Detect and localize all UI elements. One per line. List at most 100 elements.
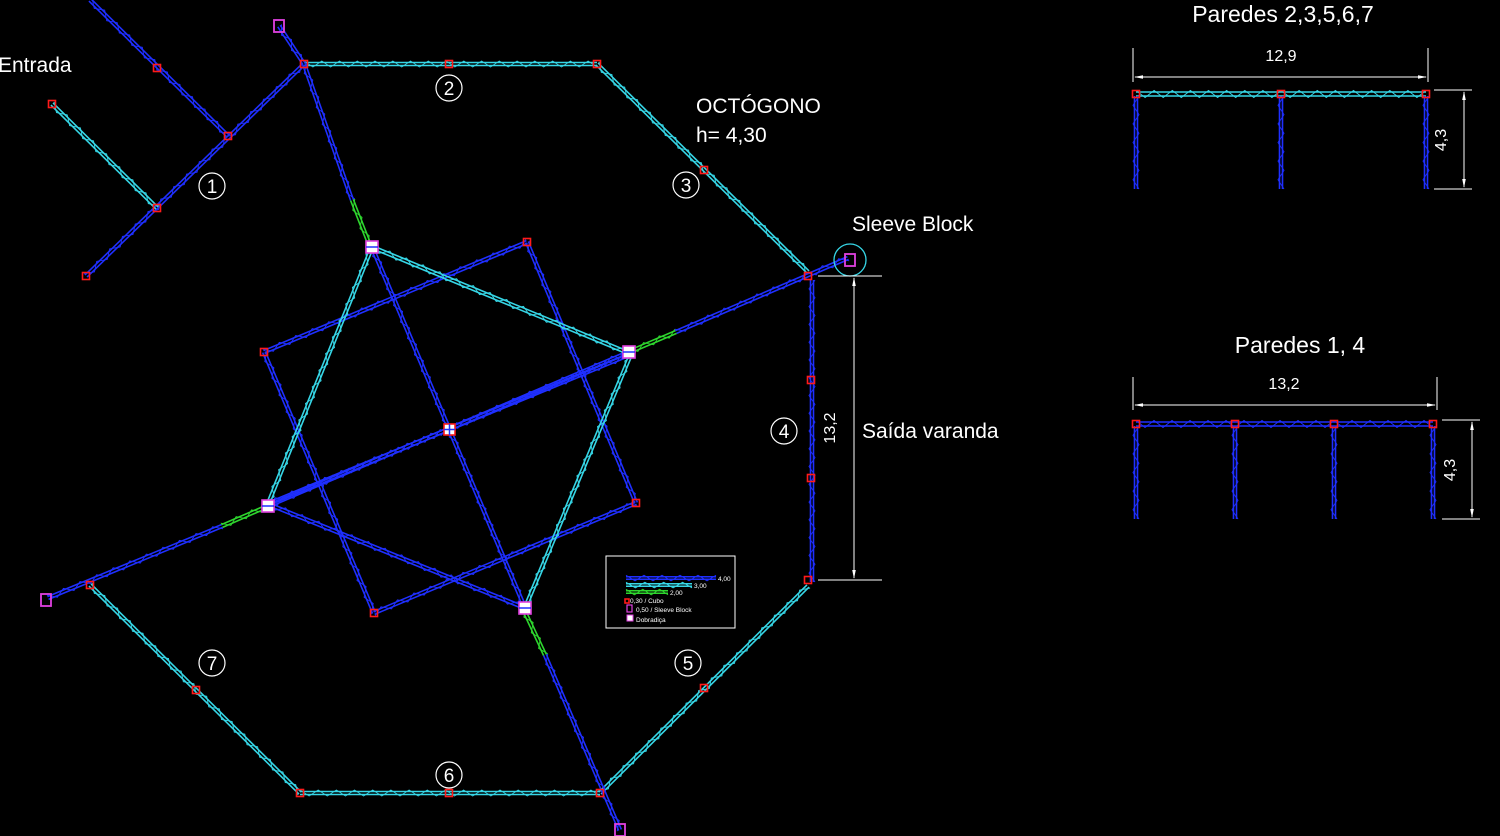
legend-swatch-4 xyxy=(625,574,717,582)
legend-cubo: 0,30 / Cubo xyxy=(630,598,664,605)
legend-sleeve: 0,50 / Sleeve Block xyxy=(636,607,692,614)
cube-node-11 xyxy=(81,271,91,281)
legend-swatch-cubo xyxy=(624,598,630,604)
legend-swatch-3 xyxy=(625,581,693,589)
cube-node-18 xyxy=(699,683,709,693)
cube-node-5 xyxy=(806,473,816,483)
elevation-b-width: 13,2 xyxy=(1268,376,1299,393)
svg-text:5: 5 xyxy=(683,654,694,675)
roof-beam-south-green xyxy=(520,606,548,656)
cube-node-19 xyxy=(522,237,532,247)
svg-text:7: 7 xyxy=(207,654,218,675)
elevation-b-post-2 xyxy=(1330,425,1338,520)
wall-number-4: 4 xyxy=(770,417,798,445)
legend: 4,00 3,00 2,00 0,30 / Cubo 0,50 / Sleeve… xyxy=(605,555,736,629)
wall-4-truss xyxy=(808,279,816,583)
wall-number-2: 2 xyxy=(435,74,463,102)
cube-node-17 xyxy=(191,685,201,695)
roof-beam-north-green xyxy=(349,198,373,248)
svg-text:1: 1 xyxy=(207,177,218,198)
elevation-a-cube-2 xyxy=(1421,89,1431,99)
wall-2-truss xyxy=(303,60,598,68)
corner-post-top xyxy=(277,24,306,66)
elevation-b-top-truss xyxy=(1135,419,1434,429)
saida-varanda-label: Saída varanda xyxy=(862,420,999,443)
wall-5-truss xyxy=(597,584,811,795)
wall-7-truss xyxy=(88,582,302,796)
sleeve-block-bottom xyxy=(614,823,626,836)
cube-node-8 xyxy=(444,788,454,798)
sleeve-block-east xyxy=(844,253,856,267)
elevation-b-height: 4,3 xyxy=(1442,459,1459,481)
elevation-b-cube-0 xyxy=(1131,419,1141,429)
elevation-a-width: 12,9 xyxy=(1265,48,1296,65)
legend-truss-3: 3,00 xyxy=(694,583,707,590)
height-label: h= 4,30 xyxy=(696,124,767,147)
square-b-right-cyan xyxy=(521,353,635,609)
sleeve-block-west xyxy=(40,593,52,607)
ridge-west-lower xyxy=(46,523,224,601)
elevation-a-cube-0 xyxy=(1131,89,1141,99)
square-a-left xyxy=(261,350,377,615)
cube-node-14 xyxy=(47,99,57,109)
square-b-top-cyan xyxy=(371,243,632,358)
cube-node-13 xyxy=(223,131,233,141)
cube-node-4 xyxy=(806,375,816,385)
svg-text:2: 2 xyxy=(444,79,455,100)
roof-beam-north-upper xyxy=(301,62,356,201)
cube-node-1 xyxy=(592,59,602,69)
cube-node-12 xyxy=(152,203,162,213)
elevation-b-cube-3 xyxy=(1428,419,1438,429)
square-b-left-cyan xyxy=(264,246,376,505)
wall-number-3: 3 xyxy=(672,171,700,199)
wall4-dimension: 13,2 xyxy=(818,275,882,581)
cube-node-7 xyxy=(595,788,605,798)
svg-text:6: 6 xyxy=(444,766,455,787)
elevation-a-top-truss xyxy=(1135,89,1427,99)
legend-swatch-2 xyxy=(625,588,669,596)
legend-swatch-hinge xyxy=(626,614,634,622)
wall-number-5: 5 xyxy=(674,649,702,677)
wall4-dimension-value: 13,2 xyxy=(822,412,839,443)
entrada-label: Entrada xyxy=(0,54,72,77)
legend-dobradica: Dobradiça xyxy=(636,617,666,624)
wall-number-6: 6 xyxy=(435,761,463,789)
wall-number-1: 1 xyxy=(198,172,226,200)
cube-node-10 xyxy=(85,580,95,590)
elevation-b-post-1 xyxy=(1231,425,1239,520)
cube-node-9 xyxy=(295,788,305,798)
cube-node-0 xyxy=(299,59,309,69)
cube-node-16 xyxy=(699,165,709,175)
elevation-a-cube-1 xyxy=(1276,89,1286,99)
plan-node-group xyxy=(40,19,856,836)
sleeve-block-top xyxy=(273,19,285,33)
svg-text:3: 3 xyxy=(681,176,692,197)
elevation-b-cube-2 xyxy=(1329,419,1339,429)
hinge-east xyxy=(622,345,636,359)
wall-3-truss xyxy=(595,61,810,275)
wall-6-truss xyxy=(299,789,601,797)
cube-node-3 xyxy=(803,271,813,281)
elevation-a-post-2 xyxy=(1422,95,1430,190)
elevation-b-cube-1 xyxy=(1230,419,1240,429)
square-b-bottom xyxy=(267,500,526,612)
cube-node-6 xyxy=(803,575,813,585)
cube-node-2 xyxy=(444,59,454,69)
octogono-label: OCTÓGONO xyxy=(696,95,821,118)
center-node xyxy=(443,423,456,436)
ridge-east-green xyxy=(627,328,677,355)
legend-truss-4: 4,00 xyxy=(718,576,731,583)
entrance-leg-lower xyxy=(50,101,160,210)
elevation-a-post-0 xyxy=(1132,95,1140,190)
wall-number-7: 7 xyxy=(198,649,226,677)
elevation-b-title: Paredes 1, 4 xyxy=(1235,332,1366,358)
roof-beam-south-lower xyxy=(542,653,623,832)
cube-node-21 xyxy=(631,498,641,508)
elevation-a-title: Paredes 2,3,5,6,7 xyxy=(1192,1,1374,27)
hinge-south xyxy=(518,601,532,615)
elevation-b-post-3 xyxy=(1429,425,1437,520)
wall-1-truss xyxy=(83,61,306,278)
entrance-leg-top xyxy=(88,0,231,138)
elevation-a: Paredes 2,3,5,6,7 12,9 4,3 xyxy=(1131,1,1472,190)
